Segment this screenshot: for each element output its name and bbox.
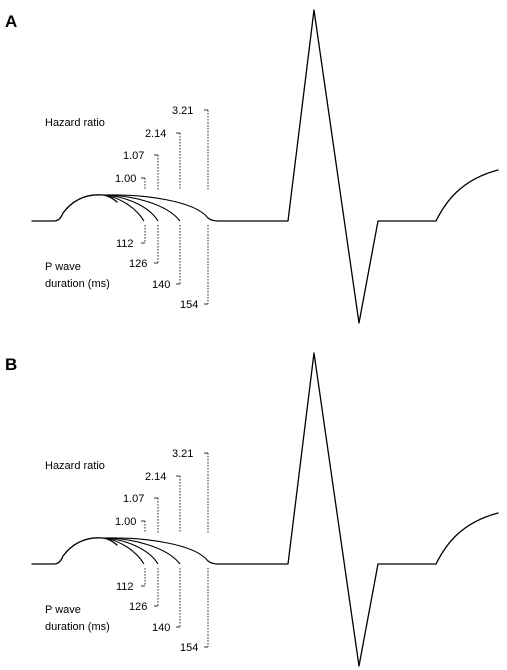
panel-b: B 1.00 1.072.14 3.21 112 126 140 154 Hazard rati… <box>5 352 499 667</box>
hazard-ratio-value: 1.00 <box>115 173 136 185</box>
duration-value: 154 <box>180 642 198 654</box>
hazard-ratio-label: Hazard ratio <box>45 117 105 129</box>
duration-value: 112 <box>116 238 134 250</box>
hazard-ratio-value: 2.14 <box>145 128 166 140</box>
hazard-ratio-value: 1.00 <box>115 516 136 528</box>
panel-letter: B <box>5 355 17 374</box>
duration-value: 112 <box>116 581 134 593</box>
duration-value: 126 <box>129 601 147 613</box>
hazard-ratio-value: 3.21 <box>172 448 193 460</box>
hazard-ratio-value: 2.14 <box>145 471 166 483</box>
ecg-trace <box>31 9 499 324</box>
duration-label-line1: P wave <box>45 261 81 273</box>
duration-value: 140 <box>152 279 170 291</box>
hazard-ratio-value: 1.07 <box>123 493 144 505</box>
panel-letter: A <box>5 12 17 31</box>
duration-label-line1: P wave <box>45 604 81 616</box>
panel-a: A 1.00 1.072.14 3.21 112 126 140 154 Hazard rati… <box>5 9 499 324</box>
p-wave-curve-154ms <box>102 537 209 562</box>
duration-label-line2: duration (ms) <box>45 278 110 290</box>
hazard-ratio-label: Hazard ratio <box>45 460 105 472</box>
duration-value: 126 <box>129 258 147 270</box>
duration-value: 154 <box>180 299 198 311</box>
duration-label-line2: duration (ms) <box>45 621 110 633</box>
p-wave-curve-126ms <box>102 537 159 565</box>
hazard-ratio-value: 1.07 <box>123 150 144 162</box>
p-wave-curve-126ms <box>102 194 159 222</box>
hazard-ratio-value: 3.21 <box>172 105 193 117</box>
ecg-trace <box>31 352 499 667</box>
duration-value: 140 <box>152 622 170 634</box>
p-wave-curve-154ms <box>102 194 209 219</box>
